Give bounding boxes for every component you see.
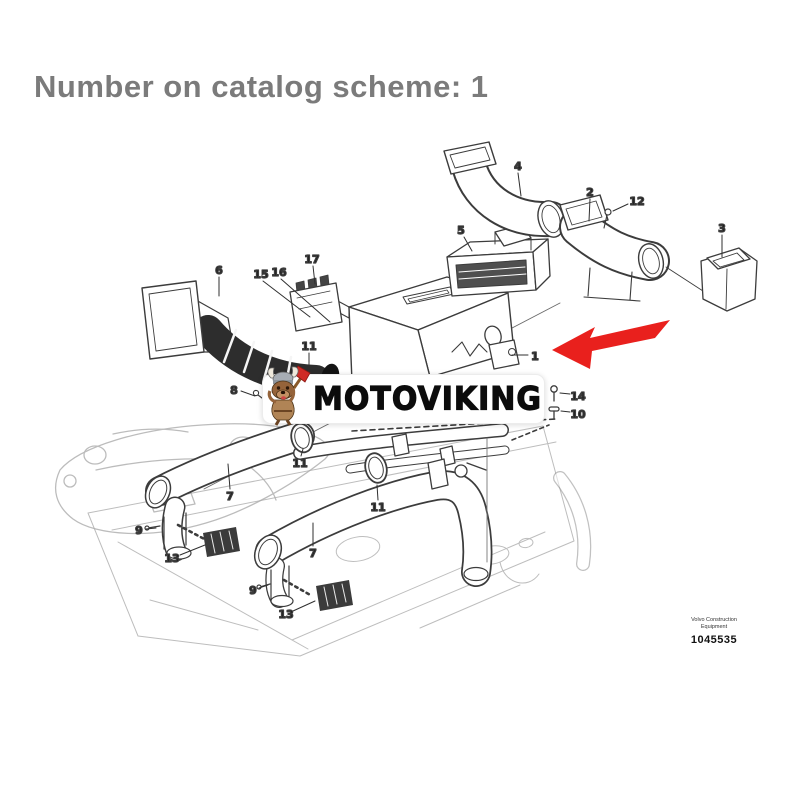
part-label-6: 6	[215, 264, 223, 277]
floor-duct	[553, 471, 592, 571]
drawing-number: 1045535	[690, 634, 738, 646]
leader-line-12	[612, 203, 629, 212]
watermark-banner: MOTOVIKING	[262, 374, 545, 424]
guide-line	[665, 266, 704, 292]
block-hatching	[210, 530, 347, 607]
company-name-line1: Volvo Construction	[691, 617, 737, 623]
leader-line-13	[179, 544, 206, 556]
leader-line-9	[258, 584, 269, 589]
part-label-10: 10	[570, 408, 586, 421]
part-label-15: 15	[253, 268, 268, 281]
heater-mat-blocks	[203, 527, 353, 611]
leader-line-16	[280, 278, 331, 323]
leader-line-5	[463, 236, 473, 252]
screw-12	[603, 208, 612, 229]
leader-line-17	[312, 265, 316, 285]
corner-duct-3	[700, 247, 758, 312]
part-label-16: 16	[271, 266, 287, 279]
viking-mascot-icon	[267, 365, 311, 426]
leader-line-15	[262, 280, 311, 318]
leader-line-14	[559, 392, 571, 395]
part-label-17: 17	[304, 253, 319, 266]
leader-line-4	[517, 172, 522, 197]
part-label-12: 12	[629, 195, 644, 208]
mounting-part-1	[451, 325, 520, 370]
screw-path-dashed	[176, 523, 210, 543]
screw-14-washer-10	[548, 385, 560, 419]
part-label-7: 7	[309, 547, 317, 560]
air-duct-hose-7-right	[253, 470, 493, 608]
leader-line-7	[227, 463, 231, 490]
company-name-line2: Equipment	[700, 624, 728, 630]
part-label-4: 4	[514, 160, 522, 173]
part-label-9: 9	[249, 584, 257, 597]
leader-line-2	[588, 198, 591, 222]
part-label-7: 7	[226, 490, 234, 503]
part-label-11: 11	[370, 501, 385, 514]
air-duct-4	[443, 141, 569, 238]
part-label-13: 13	[278, 608, 293, 621]
screw-path-dashed	[282, 578, 314, 598]
leader-line-13	[292, 600, 316, 612]
leader-line-11	[376, 484, 379, 501]
leader-line-9	[145, 527, 157, 530]
part-label-11: 11	[292, 457, 307, 470]
part-label-2: 2	[586, 186, 594, 199]
leader-line-8	[240, 390, 256, 397]
part-label-1: 1	[531, 350, 539, 363]
part-label-3: 3	[718, 222, 726, 235]
leader-line-10	[560, 410, 571, 413]
page-title: Number on catalog scheme: 1	[34, 69, 489, 104]
brand-text: MOTOVIKING	[312, 380, 543, 418]
part-label-5: 5	[457, 224, 465, 237]
bracket-17	[289, 274, 343, 332]
part-label-14: 14	[570, 390, 586, 403]
part-label-13: 13	[164, 552, 179, 565]
part-label-8: 8	[230, 384, 238, 397]
screw-path-dashed	[511, 424, 550, 441]
part-label-11: 11	[301, 340, 316, 353]
air-duct-hose-7-left	[144, 421, 315, 562]
figure-reference: Volvo Construction Equipment 1045535	[676, 617, 752, 646]
pointer-arrow-icon	[552, 320, 670, 369]
elbow-duct-2	[559, 194, 670, 302]
leader-line-11	[300, 448, 304, 457]
part-label-9: 9	[135, 524, 143, 537]
